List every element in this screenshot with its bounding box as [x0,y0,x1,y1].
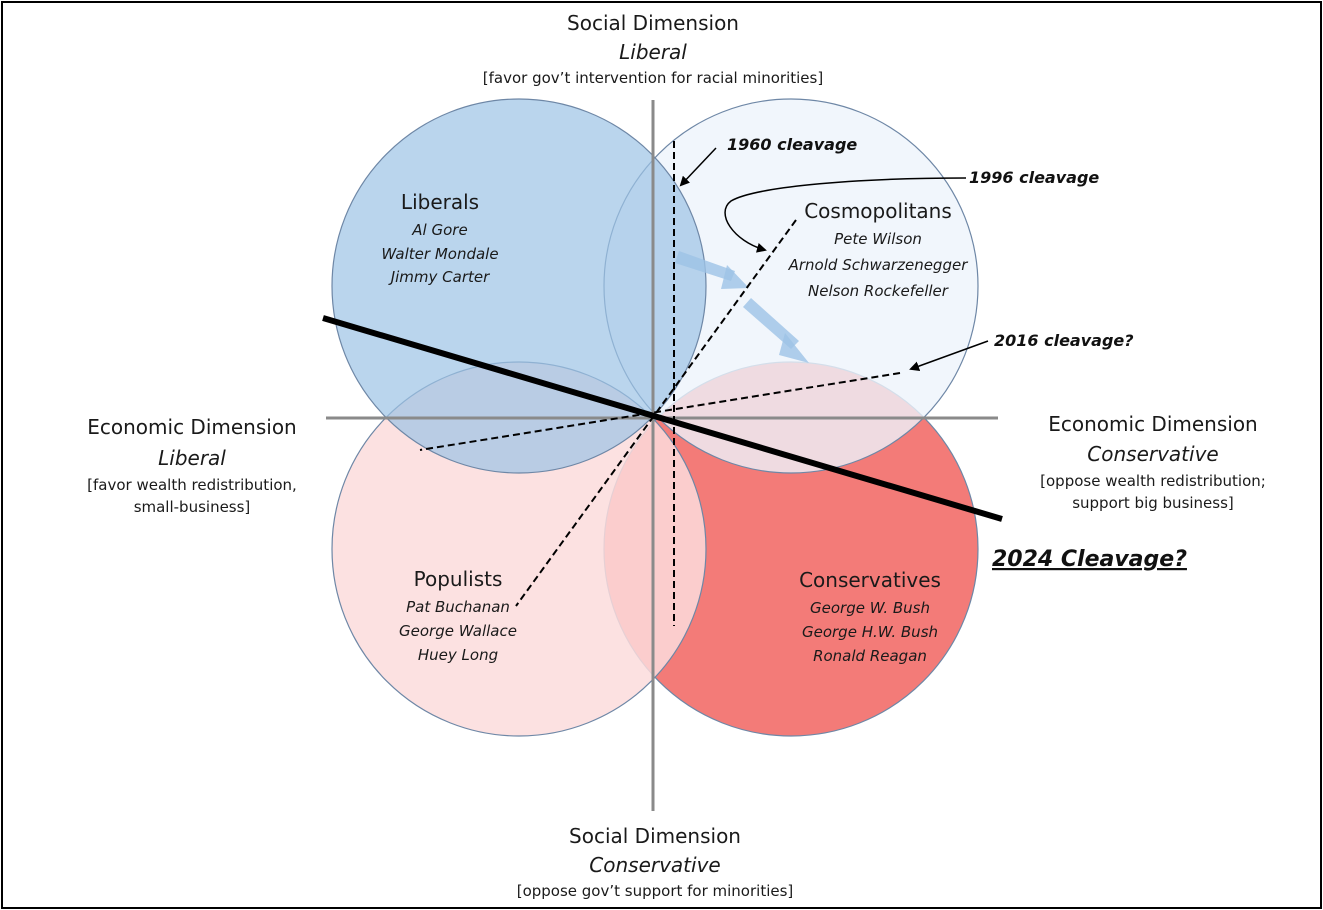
right-axis-pole: Conservative [1087,442,1218,466]
conservatives-person: Ronald Reagan [813,647,927,665]
top-axis-note: [favor gov’t intervention for racial min… [483,69,823,87]
arrow-1960 [679,147,717,187]
populists-person: Pat Buchanan [406,598,510,616]
shift-arrow-upper [675,251,749,289]
cosmopolitans-person: Pete Wilson [834,230,922,248]
arrow-1996 [724,177,967,253]
cleavage-diagram: Social Dimension Liberal [favor gov’t in… [87,11,1266,900]
left-axis-pole: Liberal [158,446,226,470]
cleavage-2016-line [419,372,901,451]
bottom-axis-title: Social Dimension [569,824,741,848]
liberals-person: Walter Mondale [381,245,498,263]
left-axis-note-line2: small-business] [134,498,251,516]
circle-liberals [331,98,707,474]
cleavage-1996-line [515,219,797,607]
cleavage-1996-label: 1996 cleavage [969,168,1099,187]
cleavage-2024-label: 2024 Cleavage? [992,547,1187,572]
right-axis-title: Economic Dimension [1048,412,1257,436]
cleavage-1960-label: 1960 cleavage [727,135,857,154]
top-axis-pole: Liberal [619,40,687,64]
populists-person: Huey Long [418,646,498,664]
cosmopolitans-person: Arnold Schwarzenegger [788,256,969,274]
top-axis-title: Social Dimension [567,11,739,35]
conservatives-label: Conservatives [799,568,941,592]
cosmopolitans-label: Cosmopolitans [804,199,952,223]
populists-label: Populists [414,567,503,591]
bottom-axis-note: [oppose gov’t support for minorities] [517,882,794,900]
right-axis-note-line2: support big business] [1072,494,1234,512]
bottom-axis-pole: Conservative [589,853,720,877]
arrow-2016 [909,340,989,371]
liberals-label: Liberals [401,190,479,214]
left-axis-title: Economic Dimension [87,415,296,439]
conservatives-person: George H.W. Bush [802,623,938,641]
cleavage-2016-label: 2016 cleavage? [994,331,1134,350]
right-axis-note-line1: [oppose wealth redistribution; [1040,472,1266,490]
cleavage-2024-line [322,315,1003,522]
left-axis-note-line1: [favor wealth redistribution, [87,476,297,494]
liberals-person: Jimmy Carter [388,268,490,286]
populists-person: George Wallace [399,622,517,640]
shift-arrow-lower [743,298,809,363]
conservatives-person: George W. Bush [810,599,930,617]
liberals-person: Al Gore [411,221,467,239]
cosmopolitans-person: Nelson Rockefeller [808,282,949,300]
